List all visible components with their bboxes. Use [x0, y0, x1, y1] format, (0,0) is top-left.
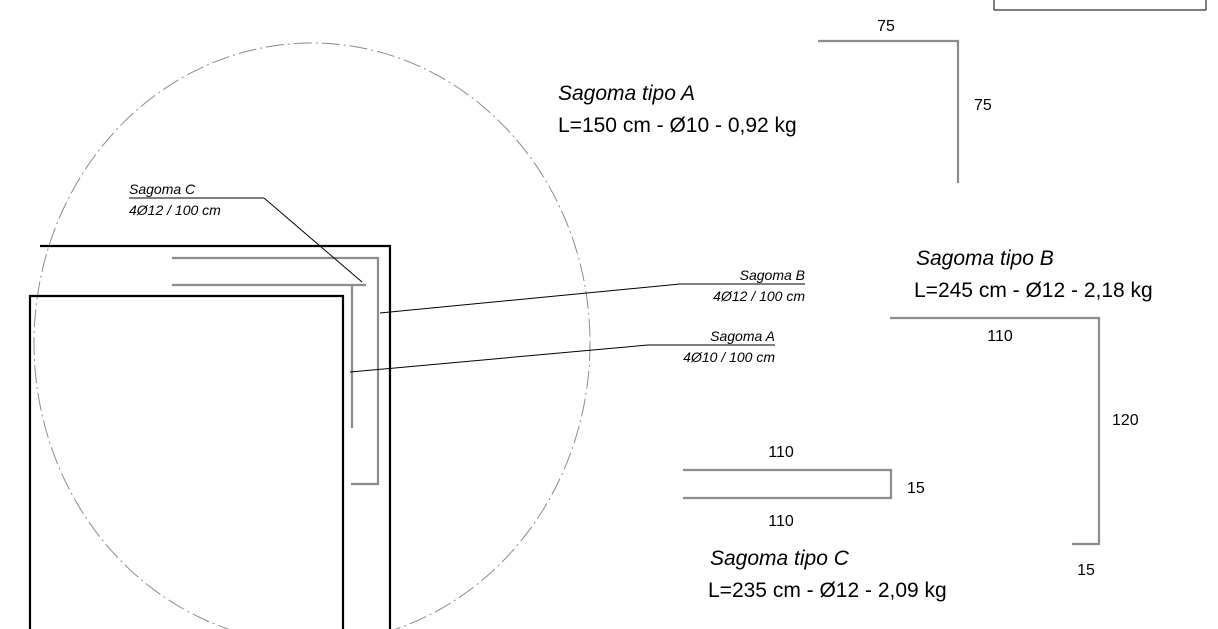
- label-a-spec: 4Ø10 / 100 cm: [683, 349, 775, 365]
- label-b-title: Sagoma B: [740, 267, 805, 283]
- title-block-frame: [993, 0, 1207, 11]
- detail-rebar-b-a: [172, 283, 366, 428]
- sagoma-b-spec: L=245 cm - Ø12 - 2,18 kg: [914, 279, 1153, 302]
- sagoma-a-spec: L=150 cm - Ø10 - 0,92 kg: [558, 114, 797, 137]
- sagoma-b-dim-hook: 15: [1077, 562, 1095, 579]
- sagoma-c-dim-top: 110: [768, 444, 794, 461]
- label-c-title: Sagoma C: [129, 181, 196, 197]
- detail-rebar-c: [172, 256, 380, 486]
- sagoma-c-dim-side: 15: [907, 480, 925, 497]
- sagoma-b-shape: [890, 316, 1101, 546]
- sagoma-a-dim-vertical: 75: [974, 97, 992, 114]
- sagoma-c-dim-bottom: 110: [768, 513, 794, 530]
- sagoma-c-shape: [683, 468, 893, 500]
- label-c-spec: 4Ø12 / 100 cm: [129, 202, 221, 218]
- leader-b: [379, 283, 805, 314]
- leader-a: [349, 344, 775, 373]
- leader-c: [129, 197, 363, 283]
- detail-circle: [33, 42, 591, 629]
- sagoma-a-shape: [818, 39, 960, 183]
- sagoma-a-title: Sagoma tipo A: [558, 82, 695, 105]
- label-a-title: Sagoma A: [710, 328, 775, 344]
- sagoma-c-spec: L=235 cm - Ø12 - 2,09 kg: [708, 579, 947, 602]
- sagoma-b-title: Sagoma tipo B: [916, 247, 1054, 270]
- concrete-outline: [28, 244, 392, 629]
- sagoma-b-dim-vertical: 120: [1112, 412, 1139, 429]
- sagoma-a-dim-horizontal: 75: [877, 18, 895, 35]
- sagoma-c-title: Sagoma tipo C: [710, 547, 850, 570]
- sagoma-b-dim-top: 110: [987, 328, 1013, 345]
- label-b-spec: 4Ø12 / 100 cm: [713, 288, 805, 304]
